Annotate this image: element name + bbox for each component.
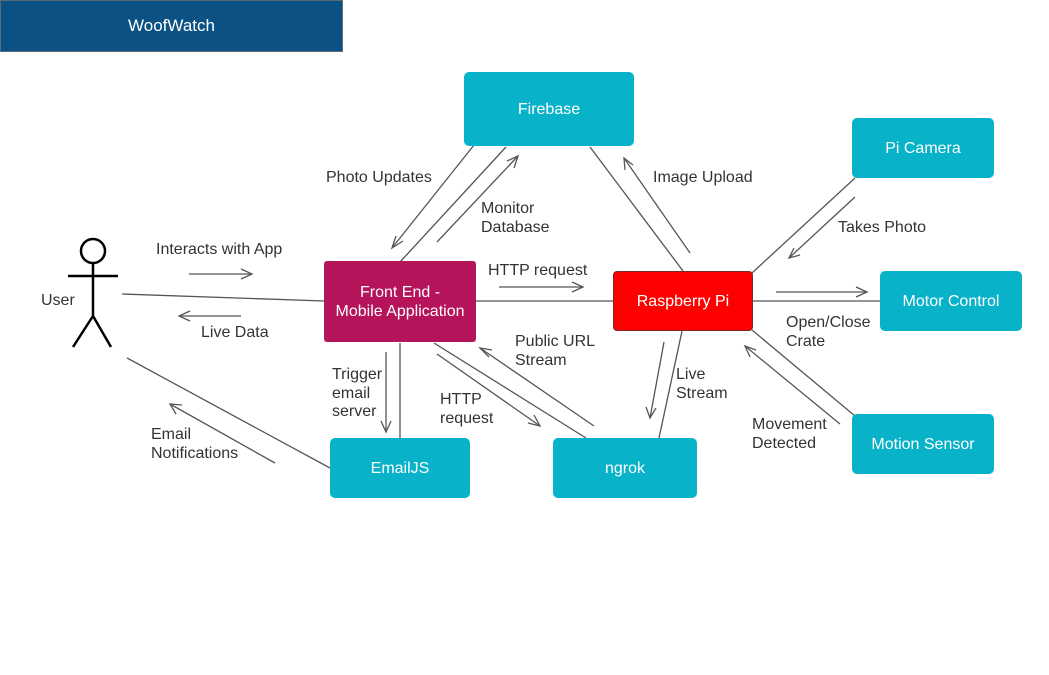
label-live-data: Live Data — [201, 324, 269, 341]
arrow-trigger-email — [380, 352, 392, 434]
raspberry-pi-node[interactable]: Raspberry Pi — [613, 271, 753, 331]
motion-sensor-node[interactable]: Motion Sensor — [852, 414, 994, 474]
pi-camera-node[interactable]: Pi Camera — [852, 118, 994, 178]
label-email-notifications: Email Notifications — [151, 426, 239, 462]
label-monitor-database: Monitor Database — [481, 200, 550, 236]
app-title: WoofWatch — [0, 0, 343, 52]
arrow-public-url-stream — [478, 347, 595, 427]
label-trigger-email-server: Trigger email server — [332, 366, 383, 420]
label-open-close-crate: Open/Close Crate — [786, 314, 871, 350]
label-image-upload: Image Upload — [653, 169, 753, 186]
arrow-open-close-crate — [776, 286, 869, 298]
edge-user-frontend — [121, 293, 325, 302]
label-http-request-top: HTTP request — [488, 262, 588, 279]
label-takes-photo: Takes Photo — [838, 219, 927, 236]
label-photo-updates: Photo Updates — [326, 169, 432, 186]
ngrok-node[interactable]: ngrok — [553, 438, 697, 498]
label-http-request-bottom: HTTP request — [440, 391, 494, 427]
user-label: User — [41, 292, 75, 309]
arrow-live-data — [177, 310, 241, 322]
label-interacts-with-app: Interacts with App — [156, 241, 283, 258]
firebase-node[interactable]: Firebase — [464, 72, 634, 146]
edge-frontend-ngrok — [433, 342, 587, 439]
edge-firebase-pi — [589, 146, 684, 272]
arrow-monitor-database — [436, 154, 520, 243]
arrow-http-request-top — [499, 281, 585, 293]
emailjs-node[interactable]: EmailJS — [330, 438, 470, 498]
label-movement-detected: Movement Detected — [752, 416, 827, 452]
arrow-movement-detected — [743, 344, 841, 425]
arrow-email-notifications — [168, 403, 276, 464]
arrow-interacts-with-app — [189, 268, 254, 280]
label-public-url-stream: Public URL Stream — [515, 333, 596, 369]
edge-pi-motion — [751, 329, 856, 417]
edge-user-emailjs — [126, 357, 331, 469]
user-stick-figure — [68, 237, 118, 348]
arrow-photo-updates — [390, 139, 479, 250]
label-live-stream: Live Stream — [676, 366, 728, 402]
edge-pi-ngrok — [658, 330, 683, 439]
arrow-takes-photo — [787, 196, 856, 260]
arrow-live-stream — [645, 341, 665, 420]
edge-frontend-firebase — [399, 146, 507, 263]
arrow-image-upload — [623, 156, 691, 254]
arrow-http-request-bottom — [436, 353, 542, 427]
motor-control-node[interactable]: Motor Control — [880, 271, 1022, 331]
frontend-node[interactable]: Front End - Mobile Application — [324, 261, 476, 342]
edge-pi-camera — [751, 177, 856, 274]
